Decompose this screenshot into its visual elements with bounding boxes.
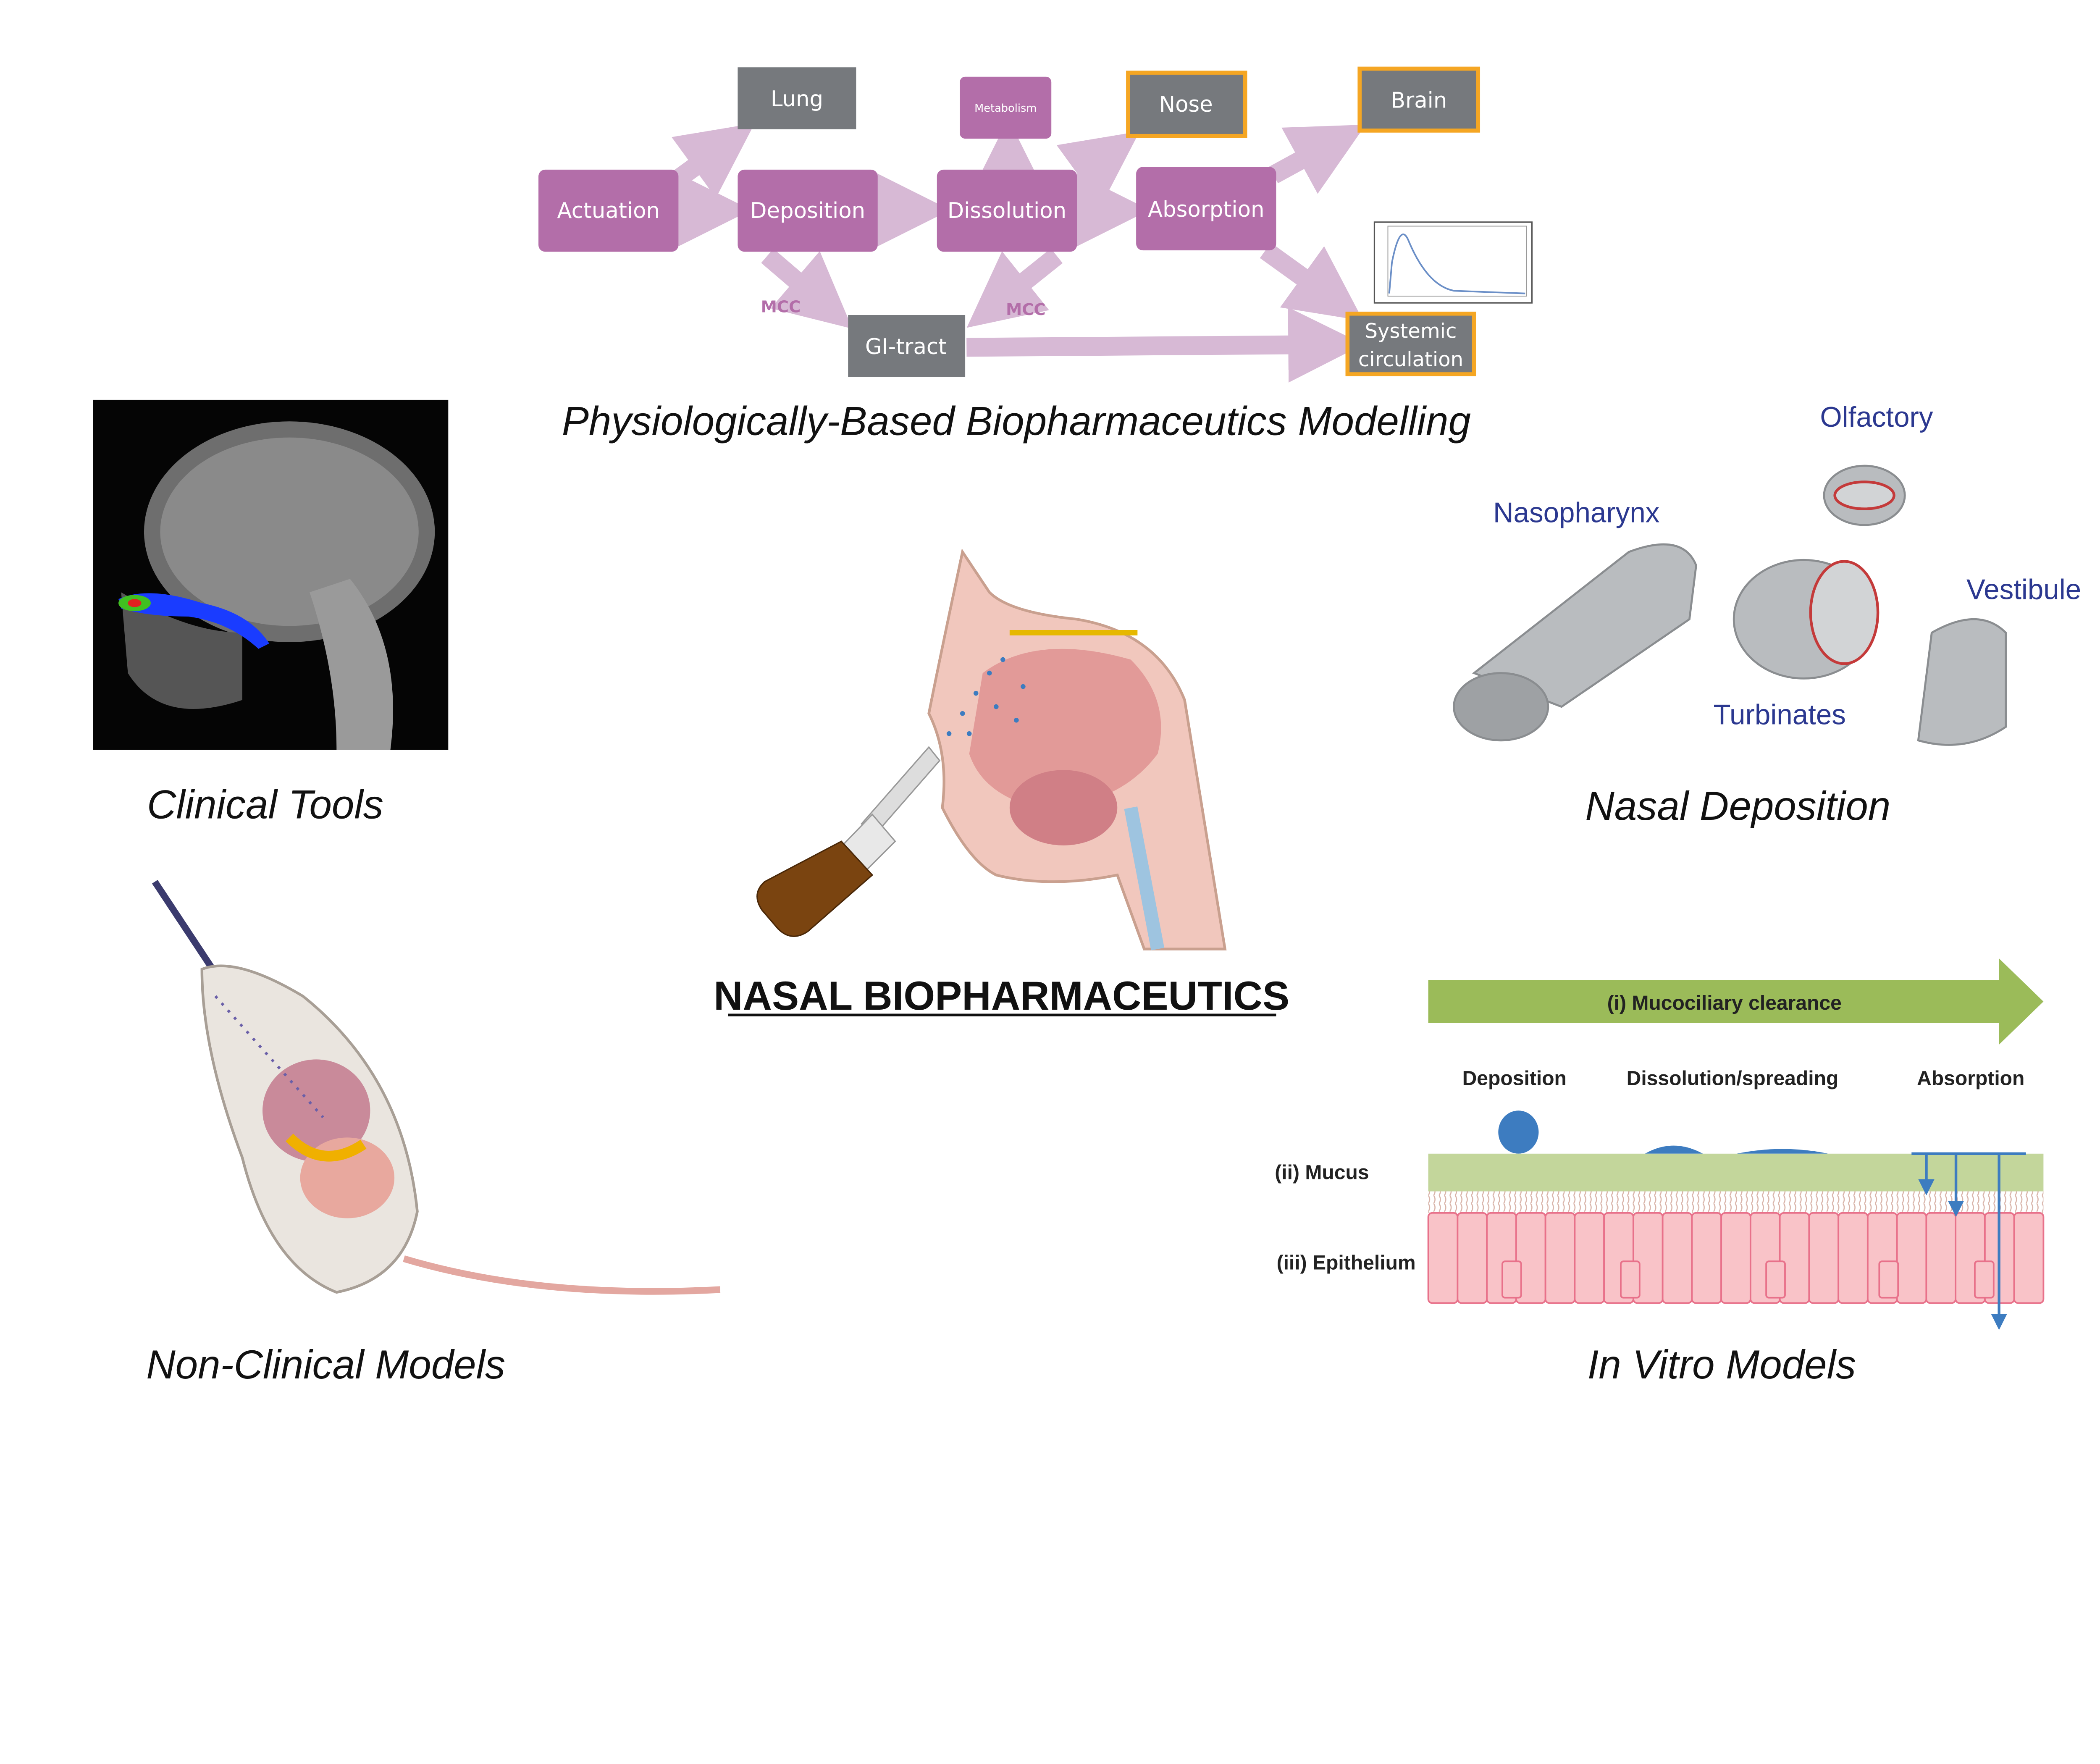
nasopharynx-connector xyxy=(1453,672,1549,742)
epithelial-cell xyxy=(1896,1212,1927,1304)
step-absorption: Absorption xyxy=(1917,1067,2024,1089)
nasal-biopharmaceutics-figure: Actuation Deposition Dissolution Absorpt… xyxy=(93,66,2081,1387)
epithelial-cell xyxy=(1457,1212,1488,1304)
absorption-arrows xyxy=(1911,1152,2026,1330)
nasopharynx-model xyxy=(1472,543,1697,708)
in-vitro-panel: (i) Mucociliary clearance Deposition Dis… xyxy=(1275,958,2045,1387)
arrow-gi-systemic xyxy=(966,307,1364,383)
epithelium-label: (iii) Epithelium xyxy=(1277,1251,1416,1274)
epithelium-layer xyxy=(1427,1212,2045,1304)
box-systemic-circulation: Systemic circulation xyxy=(1345,311,1476,376)
tight-junction xyxy=(1765,1260,1786,1299)
epithelial-cell xyxy=(1838,1212,1869,1304)
label-olfactory: Olfactory xyxy=(1820,402,1933,433)
arrow-to-brain xyxy=(1269,124,1366,194)
box-absorption: Absorption xyxy=(1136,167,1276,251)
nasal-spray-illustration xyxy=(756,549,1227,950)
box-metabolism: Metabolism xyxy=(960,76,1052,139)
epithelial-cell xyxy=(1720,1212,1751,1304)
main-title: NASAL BIOPHARMACEUTICS xyxy=(714,974,1289,1018)
pk-curve-thumbnail xyxy=(1373,221,1533,304)
svg-text:Absorption: Absorption xyxy=(1148,197,1265,222)
svg-text:Deposition: Deposition xyxy=(750,198,865,223)
box-actuation: Actuation xyxy=(538,169,679,252)
arrow-to-systemic xyxy=(1260,242,1363,321)
pbbm-diagram: Actuation Deposition Dissolution Absorpt… xyxy=(538,66,1533,444)
nasal-cast-models xyxy=(1453,465,2007,746)
arrow-dissolution-gi xyxy=(966,248,1063,328)
mucociliary-clearance-label: (i) Mucociliary clearance xyxy=(1607,992,1842,1014)
mucus-layer xyxy=(1428,1153,2044,1192)
mucus-label: (ii) Mucus xyxy=(1275,1161,1369,1184)
epithelial-cell xyxy=(1691,1212,1722,1304)
vestibule-model xyxy=(1917,618,2007,746)
epithelial-cell xyxy=(1662,1212,1693,1304)
spray-particles xyxy=(946,657,1026,736)
clinical-tools-panel: Clinical Tools xyxy=(93,399,449,827)
nasal-deposition-title: Nasal Deposition xyxy=(1585,784,1890,829)
svg-text:Nose: Nose xyxy=(1159,92,1213,117)
step-dissolution: Dissolution/spreading xyxy=(1627,1067,1839,1089)
mri-scan-image xyxy=(93,399,449,750)
droplet-deposited xyxy=(1498,1110,1539,1154)
label-nasopharynx: Nasopharynx xyxy=(1493,497,1660,529)
label-turbinates: Turbinates xyxy=(1713,699,1845,730)
epithelial-cell xyxy=(2013,1212,2045,1304)
svg-text:circulation: circulation xyxy=(1358,348,1463,371)
spray-bottle xyxy=(756,746,941,937)
box-gi-tract: GI-tract xyxy=(848,315,966,377)
non-clinical-panel: Non-Clinical Models xyxy=(146,879,721,1387)
box-nose: Nose xyxy=(1126,71,1247,138)
arrow-to-lung xyxy=(671,123,755,198)
epithelial-cell xyxy=(1808,1212,1840,1304)
tight-junction xyxy=(1974,1260,1995,1299)
cilia-layer xyxy=(1428,1191,2044,1213)
mucociliary-clearance-arrow xyxy=(1428,958,2044,1045)
svg-text:Metabolism: Metabolism xyxy=(974,102,1037,115)
svg-text:GI-tract: GI-tract xyxy=(865,334,947,360)
box-lung: Lung xyxy=(738,67,856,129)
arrow-deposition-gi xyxy=(761,248,853,329)
svg-text:Systemic: Systemic xyxy=(1365,319,1457,343)
epithelial-cell xyxy=(1574,1212,1605,1304)
tight-junction xyxy=(1502,1260,1522,1299)
clinical-tools-title: Clinical Tools xyxy=(147,782,383,827)
rat-illustration xyxy=(152,879,721,1295)
svg-text:Dissolution: Dissolution xyxy=(948,198,1066,223)
epithelial-cell xyxy=(1427,1212,1459,1304)
arrow-to-nose xyxy=(1056,131,1140,206)
droplet-spreading xyxy=(1645,1145,1703,1154)
label-vestibule: Vestibule xyxy=(1966,574,2081,605)
svg-text:Actuation: Actuation xyxy=(557,198,660,223)
svg-text:Lung: Lung xyxy=(771,87,823,112)
epithelial-cell xyxy=(1544,1212,1576,1304)
in-vitro-title: In Vitro Models xyxy=(1588,1342,1856,1387)
pbbm-title: Physiologically-Based Biopharmaceutics M… xyxy=(562,399,1471,444)
tight-junction xyxy=(1878,1260,1899,1299)
svg-text:Brain: Brain xyxy=(1391,88,1447,113)
box-dissolution: Dissolution xyxy=(937,169,1077,252)
non-clinical-title: Non-Clinical Models xyxy=(146,1342,505,1387)
epithelial-cell xyxy=(1925,1212,1957,1304)
mcc-label-left: MCC xyxy=(761,298,801,317)
flow-arrows xyxy=(671,118,1366,383)
box-brain: Brain xyxy=(1357,66,1480,133)
step-deposition: Deposition xyxy=(1462,1067,1567,1089)
mcc-label-right: MCC xyxy=(1006,300,1046,319)
tight-junction xyxy=(1620,1260,1641,1299)
box-deposition: Deposition xyxy=(738,169,878,252)
droplet-spread xyxy=(1736,1149,1828,1154)
nasal-deposition-panel: Olfactory Nasopharynx Vestibule Turbinat… xyxy=(1453,402,2081,829)
